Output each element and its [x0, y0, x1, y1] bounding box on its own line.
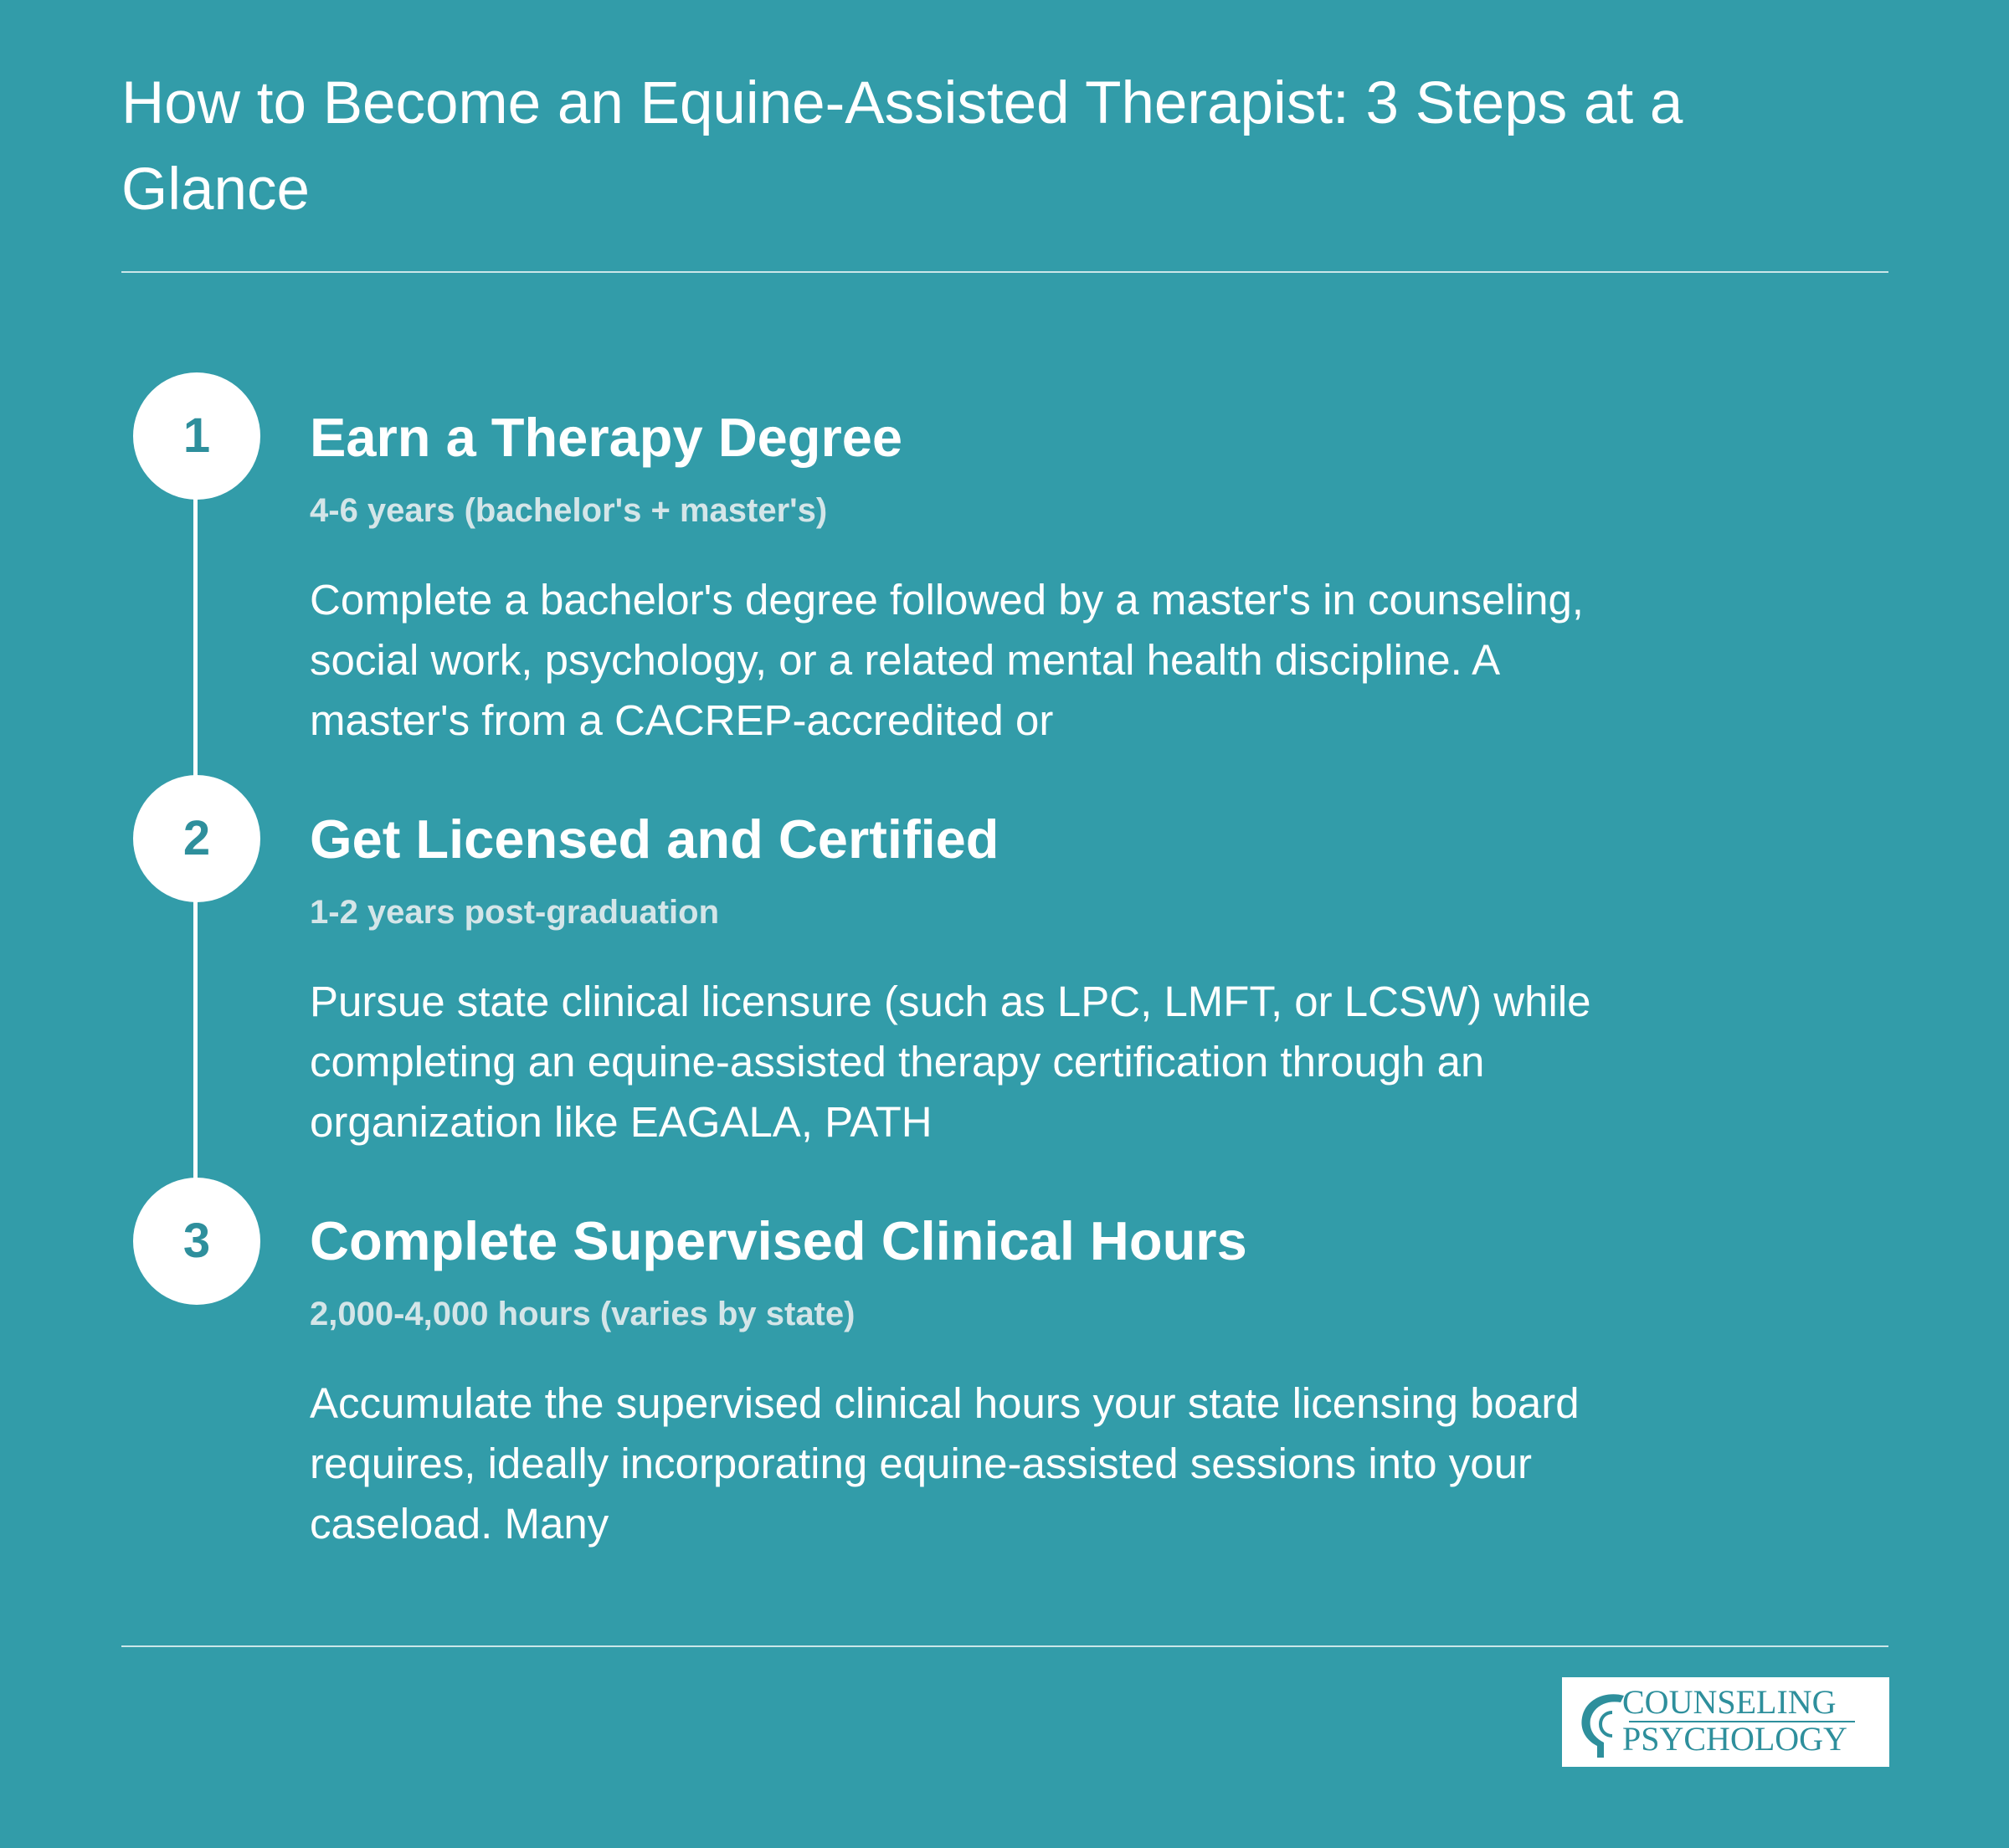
step-1-description: Complete a bachelor's degree followed by… [310, 576, 1584, 744]
logo-line-2: PSYCHOLOGY [1622, 1720, 1847, 1758]
top-divider [121, 271, 1888, 273]
step-1-number-badge: 1 [133, 372, 260, 500]
step-2: Get Licensed and Certified 1-2 years pos… [310, 806, 1599, 1152]
step-3-number-badge: 3 [133, 1178, 260, 1305]
head-profile-icon [1581, 1694, 1624, 1758]
counseling-psychology-logo: COUNSELING PSYCHOLOGY [1562, 1677, 1889, 1767]
step-2-title: Get Licensed and Certified [310, 808, 999, 870]
step-2-duration: 1-2 years post-graduation [310, 894, 720, 931]
step-3-description: Accumulate the supervised clinical hours… [310, 1379, 1580, 1548]
step-1-title: Earn a Therapy Degree [310, 407, 903, 468]
step-1-duration: 4-6 years (bachelor's + master's) [310, 492, 828, 529]
page-title: How to Become an Equine-Assisted Therapi… [121, 70, 1683, 223]
step-2-number-badge: 2 [133, 775, 260, 902]
logo-line-1: COUNSELING [1622, 1683, 1837, 1721]
step-3-duration: 2,000-4,000 hours (varies by state) [310, 1296, 855, 1332]
step-3-title: Complete Supervised Clinical Hours [310, 1210, 1247, 1271]
logo-divider [1629, 1721, 1855, 1722]
bottom-divider [121, 1645, 1888, 1647]
step-2-description: Pursue state clinical licensure (such as… [310, 978, 1591, 1146]
step-1: Earn a Therapy Degree 4-6 years (bachelo… [310, 404, 1599, 751]
step-3: Complete Supervised Clinical Hours 2,000… [310, 1208, 1599, 1554]
